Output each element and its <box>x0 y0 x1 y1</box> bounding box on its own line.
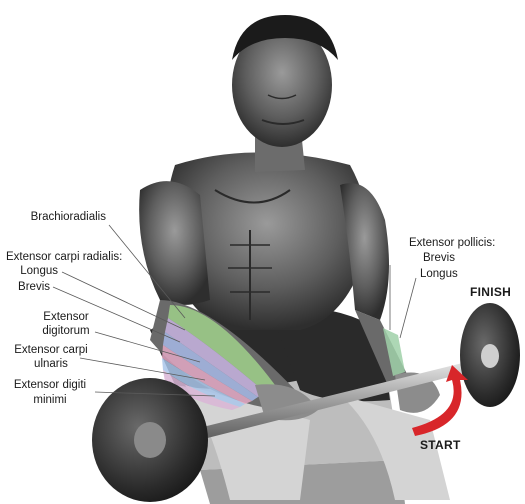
edm-label-1: Extensor digiti <box>13 379 87 391</box>
extensor-digitorum-label-1: Extensor <box>43 311 89 323</box>
motion-arrow-icon <box>412 365 468 436</box>
ecr-longus-label: Longus <box>20 265 58 277</box>
ecr-title-label: Extensor carpi radialis: <box>6 251 123 263</box>
start-label: START <box>420 438 461 452</box>
ecr-brevis-label: Brevis <box>18 281 50 293</box>
leader-lines <box>52 224 417 397</box>
extensor-digitorum-muscle <box>162 345 252 404</box>
brachioradialis-muscle <box>168 305 275 392</box>
ecu-muscle <box>162 358 245 407</box>
left-arm <box>139 181 318 421</box>
ecr-longus-muscle <box>165 318 265 397</box>
pollicis-title-label: Extensor pollicis: <box>409 237 496 249</box>
finish-label: FINISH <box>470 285 512 299</box>
head <box>232 15 338 172</box>
brachioradialis-label: Brachioradialis <box>30 211 106 223</box>
edm-label-2: minimi <box>33 394 67 406</box>
ecu-label-1: Extensor carpi <box>14 344 88 356</box>
pollicis-brevis-label: Brevis <box>423 252 455 264</box>
ecu-label-2: ulnaris <box>34 358 68 370</box>
barbell <box>92 303 520 502</box>
torso <box>166 152 368 330</box>
extensor-digitorum-label-2: digitorum <box>42 325 90 337</box>
ecr-brevis-muscle <box>163 332 258 401</box>
right-arm <box>340 183 440 413</box>
pollicis-longus-label: Longus <box>420 268 458 280</box>
pollicis-muscle <box>383 328 405 376</box>
